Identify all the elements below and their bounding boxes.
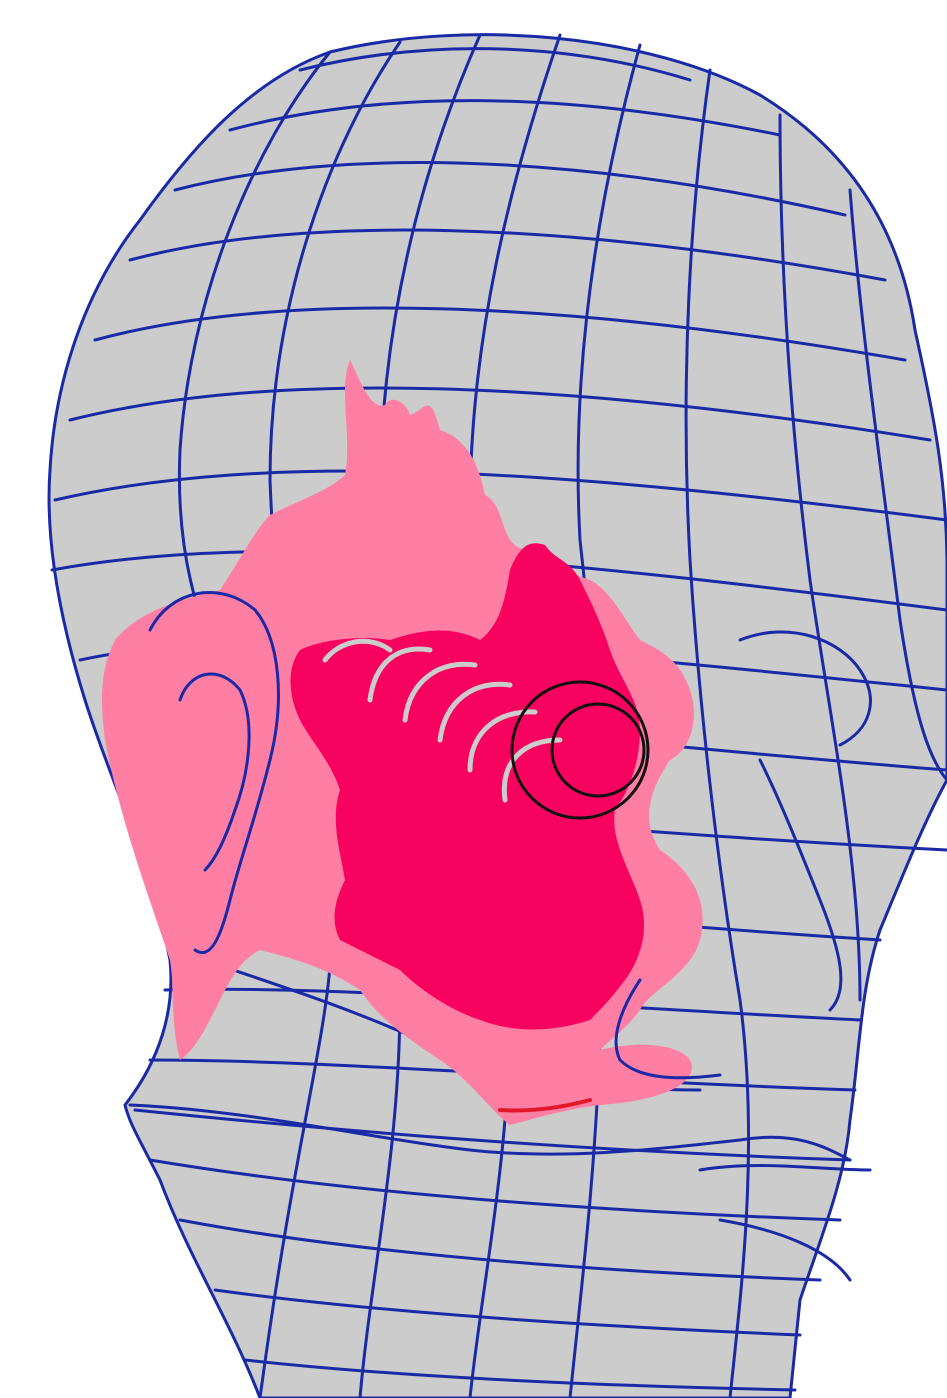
head-diagram xyxy=(0,0,947,1398)
diagram-stage xyxy=(0,0,947,1398)
